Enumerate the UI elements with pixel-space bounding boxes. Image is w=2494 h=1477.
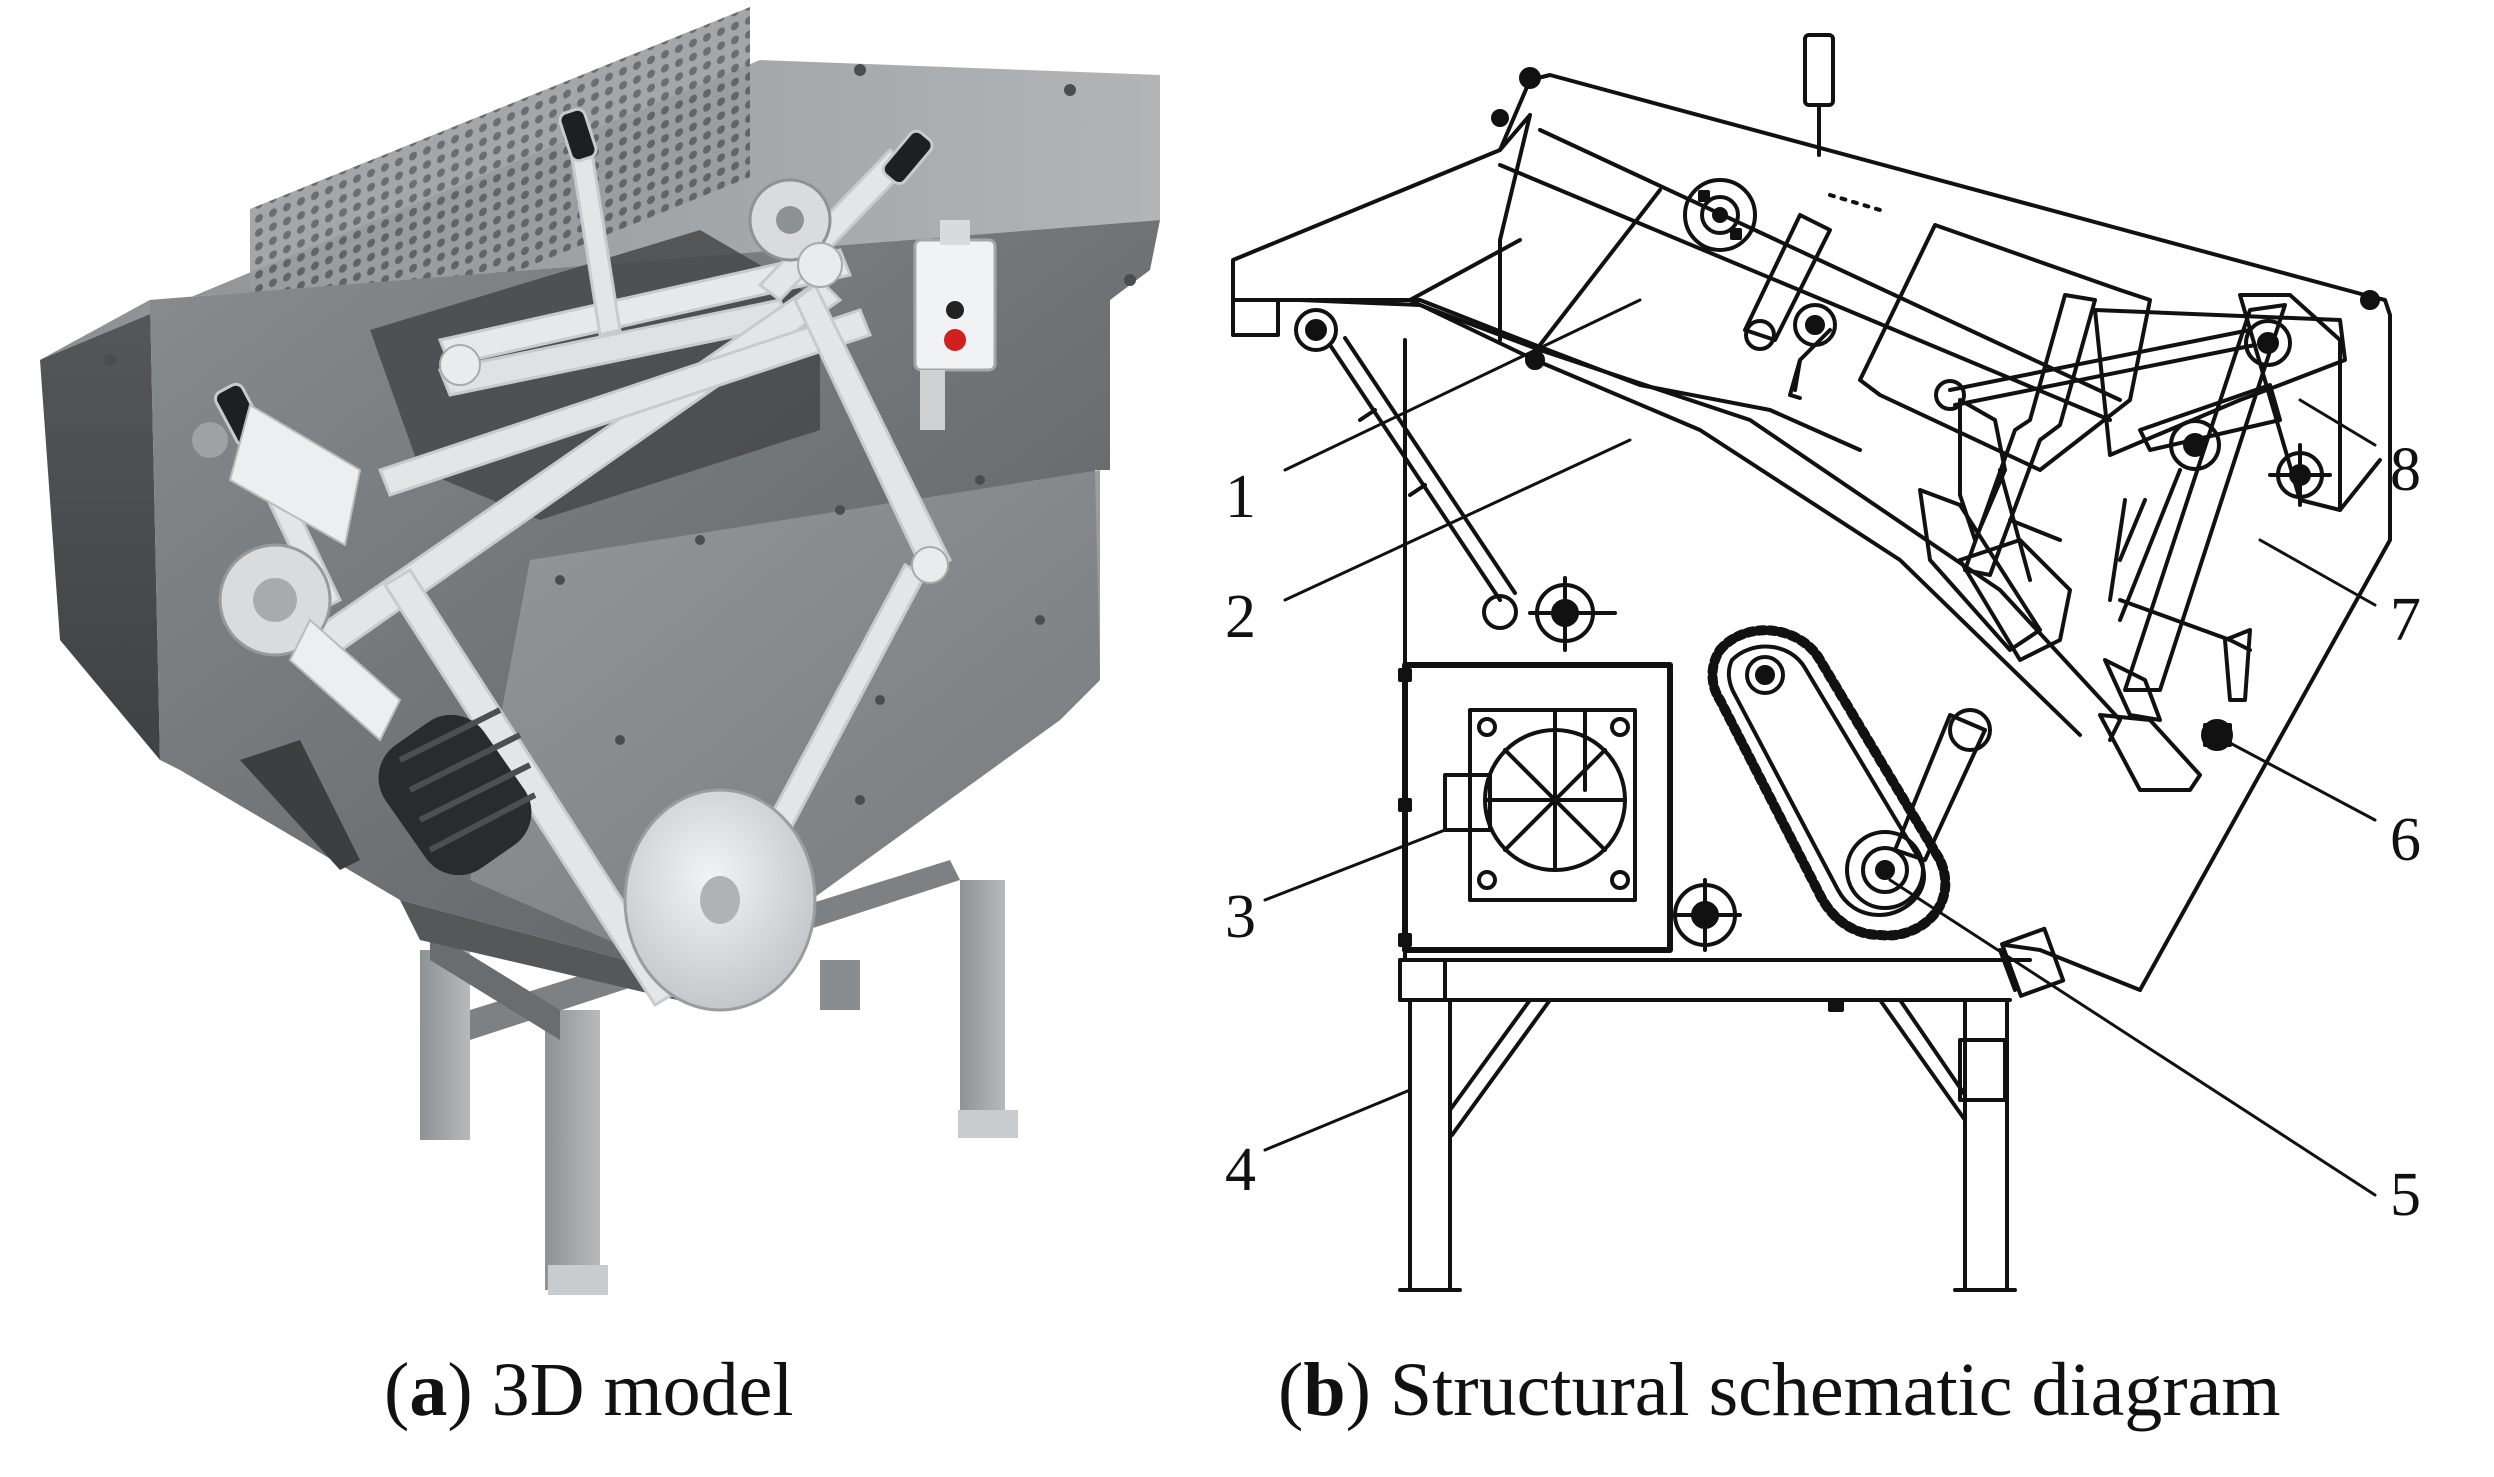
- caption-b-text: Structural schematic diagram: [1389, 1348, 2281, 1432]
- caption-a-letter: a: [409, 1348, 448, 1432]
- motor-sprocket: [1668, 878, 1742, 952]
- caption-panel-b: (b) Structural schematic diagram: [1278, 1348, 2281, 1432]
- panel-a-3d-model: [40, 6, 1160, 1295]
- support-frame: [1398, 338, 2032, 1292]
- cutter-assembly: [1934, 293, 2382, 792]
- upper-pivots: [439, 178, 949, 584]
- callout-5: 5: [2390, 1161, 2421, 1229]
- inspection-window: [1858, 223, 2152, 472]
- bellows-spring: [378, 707, 537, 876]
- drive-pulley: [623, 788, 817, 1012]
- callout-8: 8: [2390, 436, 2421, 504]
- lower-right-wall: [1998, 926, 2142, 998]
- callout-6: 6: [2390, 806, 2421, 874]
- callout-4: 4: [1225, 1136, 1256, 1204]
- switch-box: [913, 220, 997, 430]
- panel-b-schematic: 1 2 3 4 5 6 7 8: [1225, 33, 2421, 1292]
- caption-b-letter: b: [1303, 1348, 1346, 1432]
- leader-lines: [1263, 298, 2377, 1197]
- panel-bolts: [104, 64, 1136, 805]
- callout-7: 7: [2390, 586, 2421, 654]
- top-handle: [1803, 33, 1835, 157]
- upper-sprocket: [1683, 178, 1882, 400]
- callout-1: 1: [1225, 463, 1256, 531]
- knife-cluster: [1918, 293, 2162, 722]
- callout-2: 2: [1225, 583, 1256, 651]
- inclined-plates: [1298, 188, 2122, 742]
- caption-panel-a: (a) 3D model: [384, 1348, 794, 1432]
- chain-drive: [1707, 625, 1992, 941]
- tensioner-rod: [1294, 308, 1617, 652]
- crank-assembly: [192, 403, 402, 742]
- caption-a-text: 3D model: [491, 1348, 794, 1432]
- callout-3: 3: [1225, 883, 1256, 951]
- motor-box: [1398, 662, 1673, 953]
